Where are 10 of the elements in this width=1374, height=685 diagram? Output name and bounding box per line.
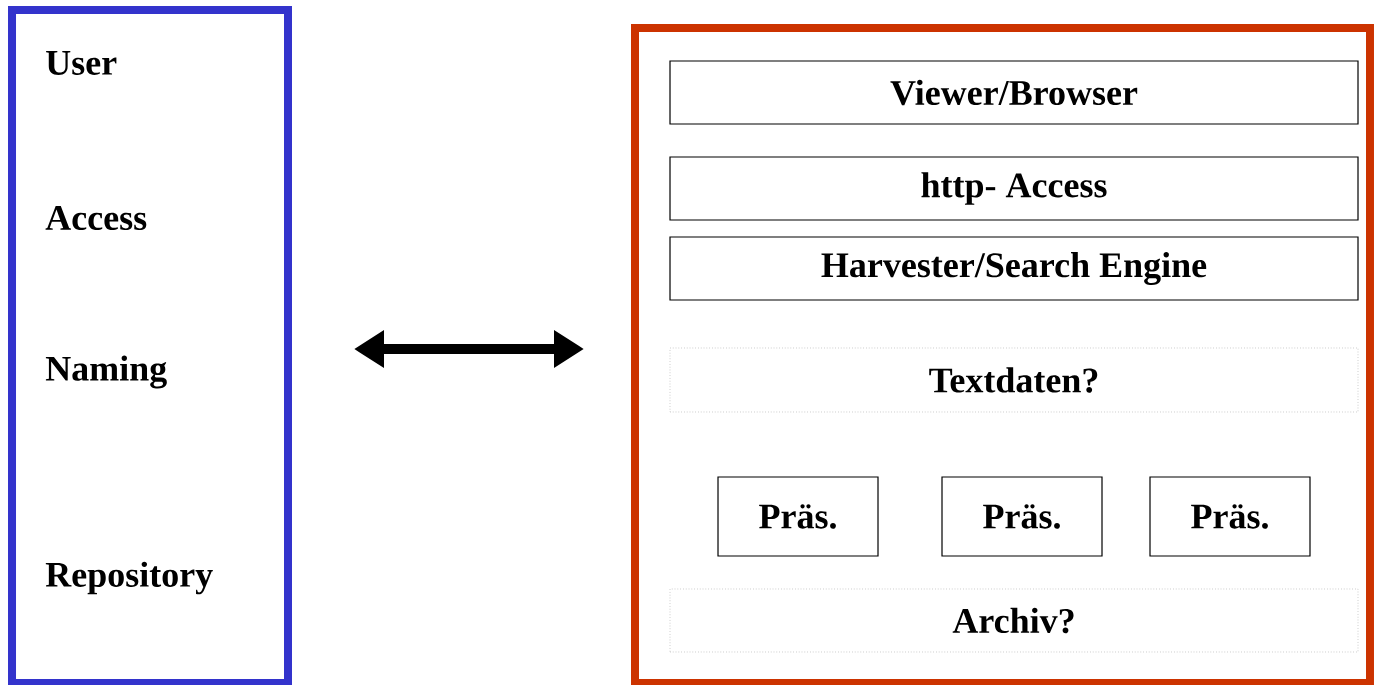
layer-box: Präs. xyxy=(941,476,1103,557)
dotted-box: Textdaten? xyxy=(669,347,1359,413)
layer-box: Präs. xyxy=(717,476,879,557)
panel-frame xyxy=(631,24,1374,685)
layer-box: Harvester/Search Engine xyxy=(669,236,1359,301)
panel-frame: User Access Naming Repository xyxy=(8,6,292,685)
layer-box: http- Access xyxy=(669,156,1359,221)
layer-box: Viewer/Browser xyxy=(669,60,1359,125)
dotted-box: Archiv? xyxy=(669,588,1359,653)
layer-box: Präs. xyxy=(1149,476,1311,557)
